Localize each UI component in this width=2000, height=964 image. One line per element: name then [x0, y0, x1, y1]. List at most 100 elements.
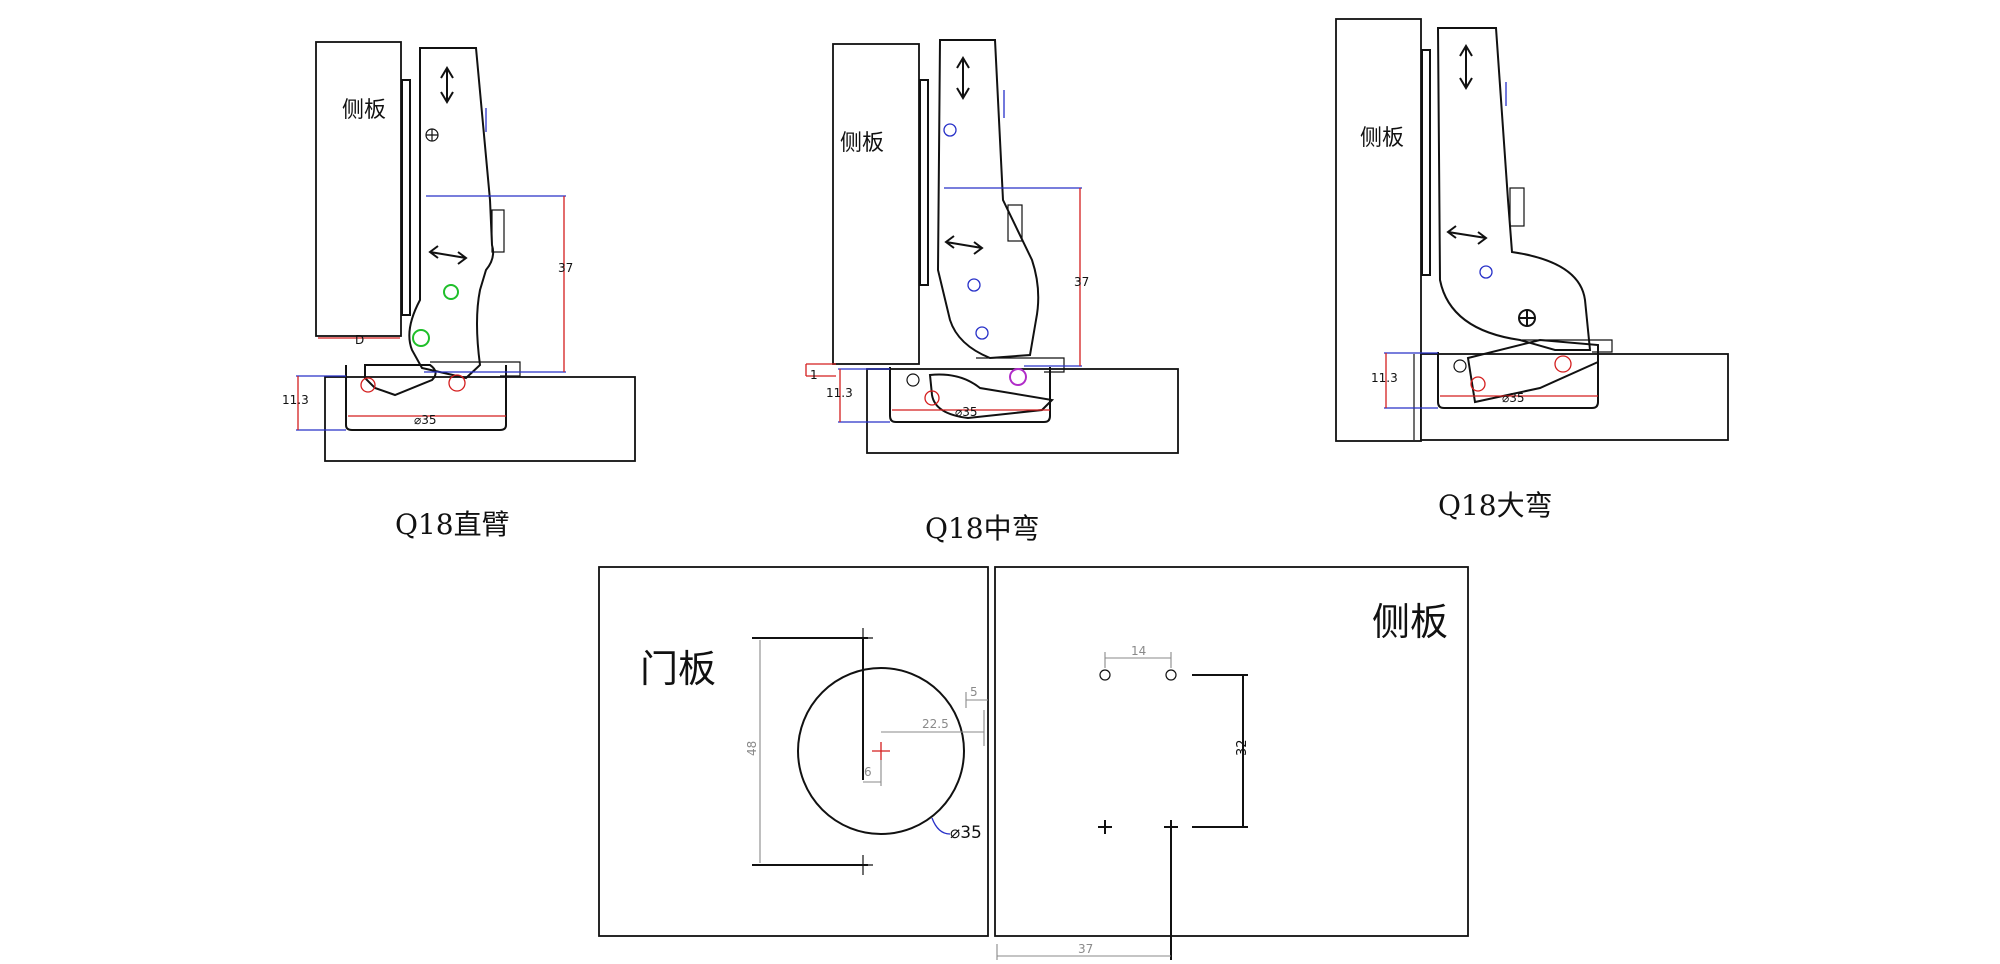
dim-cup: ⌀35 — [414, 413, 437, 427]
leader-cup — [931, 817, 951, 835]
hinge-straight-arm: 侧板 37 D 11.3 ⌀35 Q18直臂 — [282, 41, 636, 541]
screw-icon — [975, 326, 989, 340]
dim-extension — [838, 368, 890, 423]
hinge-cup — [345, 365, 507, 431]
hinge-link — [976, 357, 1065, 373]
screw-icon — [1453, 359, 1467, 373]
side-plan-outline — [994, 566, 1469, 937]
screw-cross — [1519, 310, 1535, 326]
rivet-icon — [360, 377, 376, 393]
door-panel — [1420, 353, 1729, 441]
screw-icon — [412, 329, 430, 347]
door-panel — [866, 368, 1179, 454]
side-panel — [315, 41, 402, 337]
double-arrow-icon — [956, 56, 970, 100]
side-panel-label: 侧板 — [840, 131, 884, 156]
adjust-screw — [1007, 204, 1023, 242]
mounting-plate — [401, 79, 411, 316]
dim-line-screw-spacing — [1192, 674, 1248, 828]
mounting-plate — [1421, 49, 1431, 276]
dim-offset: 11.3 — [1371, 371, 1398, 385]
screw-icon — [443, 284, 459, 300]
dim-extension — [1384, 352, 1438, 409]
dim-line-edge-gap — [965, 692, 988, 708]
side-label: 侧板 — [1372, 600, 1448, 644]
hinge-arm — [1436, 27, 1592, 351]
hinge-full-inset: 侧板 11.3 ⌀35 Q18大弯 — [1335, 18, 1729, 522]
dim-extension — [944, 187, 1082, 367]
dim-line-center-edge — [881, 710, 985, 746]
dim-hole-spacing: 48 — [745, 741, 759, 756]
dim-cup: ⌀35 — [1502, 391, 1525, 405]
side-panel — [1335, 18, 1422, 442]
dim-edge-gap: 5 — [970, 685, 978, 699]
hinge-arm — [408, 47, 495, 380]
screw-cross — [426, 129, 438, 141]
pin-hole — [1099, 669, 1111, 681]
screw-icon — [967, 278, 981, 292]
dim-extension — [424, 195, 566, 373]
dim-line-setback — [996, 944, 1171, 960]
dim-d: D — [355, 333, 364, 347]
hinge-arm — [936, 39, 1040, 360]
door-panel — [324, 376, 636, 462]
rivet-icon — [1470, 376, 1486, 392]
cup-center-mark — [872, 742, 890, 760]
hinge-caption: Q18中弯 — [925, 512, 1040, 545]
dim-cup-diameter: ⌀35 — [950, 823, 982, 843]
screw-line — [752, 637, 868, 866]
side-panel-label: 侧板 — [342, 98, 386, 123]
dim-offset: 11.3 — [282, 393, 309, 407]
screw-cross — [1164, 820, 1178, 834]
screw-icon — [943, 123, 957, 137]
adjust-screw — [1509, 187, 1525, 227]
hinge-caption: Q18直臂 — [395, 508, 510, 541]
double-arrow-icon — [440, 66, 454, 104]
dim-gap: 1 — [810, 368, 818, 382]
pin-hole — [1165, 669, 1177, 681]
dim-height: 37 — [558, 261, 573, 275]
double-arrow-icon — [944, 235, 984, 255]
side-panel — [832, 43, 920, 365]
adjust-screw — [491, 209, 505, 253]
side-panel-label: 侧板 — [1360, 126, 1404, 151]
screw-icon — [1479, 265, 1493, 279]
dim-line-gap — [805, 363, 836, 377]
hinge-caption: Q18大弯 — [1438, 489, 1553, 522]
door-label: 门板 — [640, 647, 716, 691]
dim-center-edge: 22.5 — [922, 717, 949, 731]
door-plan-outline — [598, 566, 989, 937]
dim-pin-spacing: 14 — [1131, 644, 1146, 658]
hinge-boss — [364, 364, 437, 397]
dim-extension — [296, 375, 346, 431]
screw-cross — [1098, 820, 1112, 834]
screw-cross — [853, 855, 873, 875]
rivet-icon — [448, 374, 466, 392]
double-arrow-icon — [428, 245, 468, 265]
dim-line-center-offset — [863, 760, 882, 786]
rivet-icon — [1554, 355, 1572, 373]
hinge-cup — [1437, 352, 1599, 409]
dim-line-pin-spacing — [1104, 652, 1172, 668]
dim-offset: 11.3 — [826, 386, 853, 400]
hinge-half-overlay: 侧板 37 1 11.3 ⌀35 Q18中弯 — [805, 39, 1179, 545]
dim-screw-spacing: 32 — [1235, 739, 1250, 756]
mounting-plate — [919, 79, 929, 286]
hinge-link — [430, 361, 521, 377]
dim-center-offset: 6 — [864, 765, 872, 779]
side-panel-plan: 侧板 14 32 37 — [994, 566, 1469, 960]
dim-height: 37 — [1074, 275, 1089, 289]
rivet-icon — [924, 390, 940, 406]
double-arrow-icon — [1459, 44, 1473, 90]
screw-icon — [906, 373, 920, 387]
double-arrow-icon — [1446, 225, 1488, 245]
hinge-link — [1522, 339, 1613, 353]
cup-hole — [797, 667, 965, 835]
hinge-cup — [889, 367, 1051, 423]
rivet-icon — [1009, 368, 1027, 386]
dim-setback: 37 — [1078, 942, 1093, 956]
dim-cup: ⌀35 — [955, 405, 978, 419]
door-panel-plan: 门板 48 6 22.5 5 ⌀35 — [598, 566, 989, 937]
